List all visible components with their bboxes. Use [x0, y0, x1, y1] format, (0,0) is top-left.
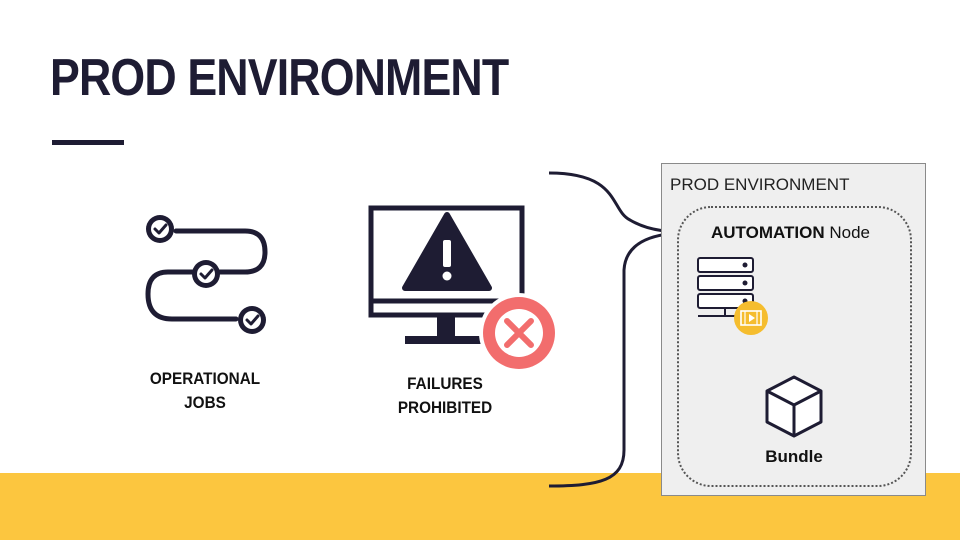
operational-jobs-line1: OPERATIONAL [149, 369, 261, 388]
prod-box-title: PROD ENVIRONMENT [670, 175, 850, 194]
failures-line1: FAILURES [407, 374, 483, 393]
automation-node-container [677, 206, 912, 487]
bundle-label: Bundle [765, 447, 823, 466]
check-path-icon [145, 215, 268, 334]
node-title-bold: AUTOMATION [711, 223, 825, 242]
server-icon [697, 257, 754, 317]
node-title-rest: Node [824, 223, 871, 242]
cube-icon [765, 375, 823, 438]
slide-title: PROD ENVIRONMENT [50, 49, 509, 107]
check-circle-2 [192, 260, 220, 288]
failures-prohibited-label: FAILURES PROHIBITED [378, 372, 513, 420]
film-badge-icon [734, 301, 768, 335]
title-underline [52, 140, 124, 145]
operational-jobs-label: OPERATIONAL JOBS [138, 367, 273, 415]
monitor-warning-icon [368, 205, 525, 344]
error-x-icon [479, 293, 559, 373]
operational-jobs-line2: JOBS [184, 393, 226, 412]
check-circle-1 [146, 215, 174, 243]
failures-line2: PROHIBITED [397, 398, 493, 417]
check-circle-3 [238, 306, 266, 334]
automation-node-title: AUTOMATION Node [711, 223, 870, 243]
